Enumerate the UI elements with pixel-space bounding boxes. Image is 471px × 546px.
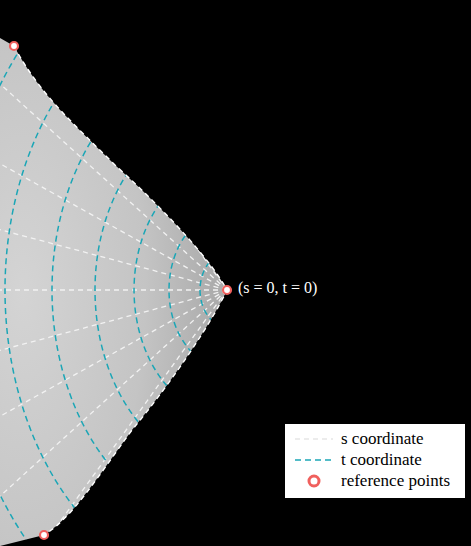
- reference-point: [223, 286, 231, 294]
- t-line: [52, 54, 227, 527]
- t-line: [134, 164, 227, 415]
- legend-line: [295, 459, 333, 461]
- s-line: [0, 290, 227, 546]
- legend-sample: [285, 450, 341, 470]
- legend-text: reference points: [341, 471, 451, 490]
- legend-box: s coordinate t coordinate reference points: [285, 424, 465, 498]
- legend-line: [295, 438, 333, 440]
- reference-point: [10, 42, 18, 50]
- s-line: [0, 290, 227, 546]
- coordinate-grid: [0, 0, 227, 546]
- s-line: [0, 0, 227, 290]
- legend-row: reference points: [285, 471, 465, 491]
- s-line: [154, 0, 227, 290]
- legend-row: t coordinate: [285, 450, 465, 470]
- s-line: [0, 290, 227, 546]
- t-line: [169, 212, 227, 369]
- s-line: [11, 290, 227, 546]
- legend-marker: [309, 476, 319, 486]
- s-line: [0, 0, 227, 290]
- s-line: [154, 290, 227, 546]
- t-line: [0, 0, 227, 546]
- s-line: [0, 290, 227, 472]
- legend-sample: [285, 429, 341, 449]
- reference-point: [40, 531, 48, 539]
- reference-points: [10, 42, 231, 539]
- breast-boundary: [14, 46, 227, 535]
- legend-text: t coordinate: [341, 450, 451, 469]
- t-line: [0, 0, 227, 546]
- legend-text: s coordinate: [341, 429, 451, 448]
- t-line: [5, 0, 227, 546]
- t-line: [0, 0, 227, 546]
- origin-label: (s = 0, t = 0): [238, 279, 317, 297]
- s-line: [0, 290, 227, 546]
- s-line: [0, 0, 227, 290]
- t-line: [0, 0, 227, 546]
- s-line: [0, 289, 227, 290]
- legend-sample: [285, 471, 341, 491]
- legend-row: s coordinate: [285, 429, 465, 449]
- s-line: [0, 0, 227, 290]
